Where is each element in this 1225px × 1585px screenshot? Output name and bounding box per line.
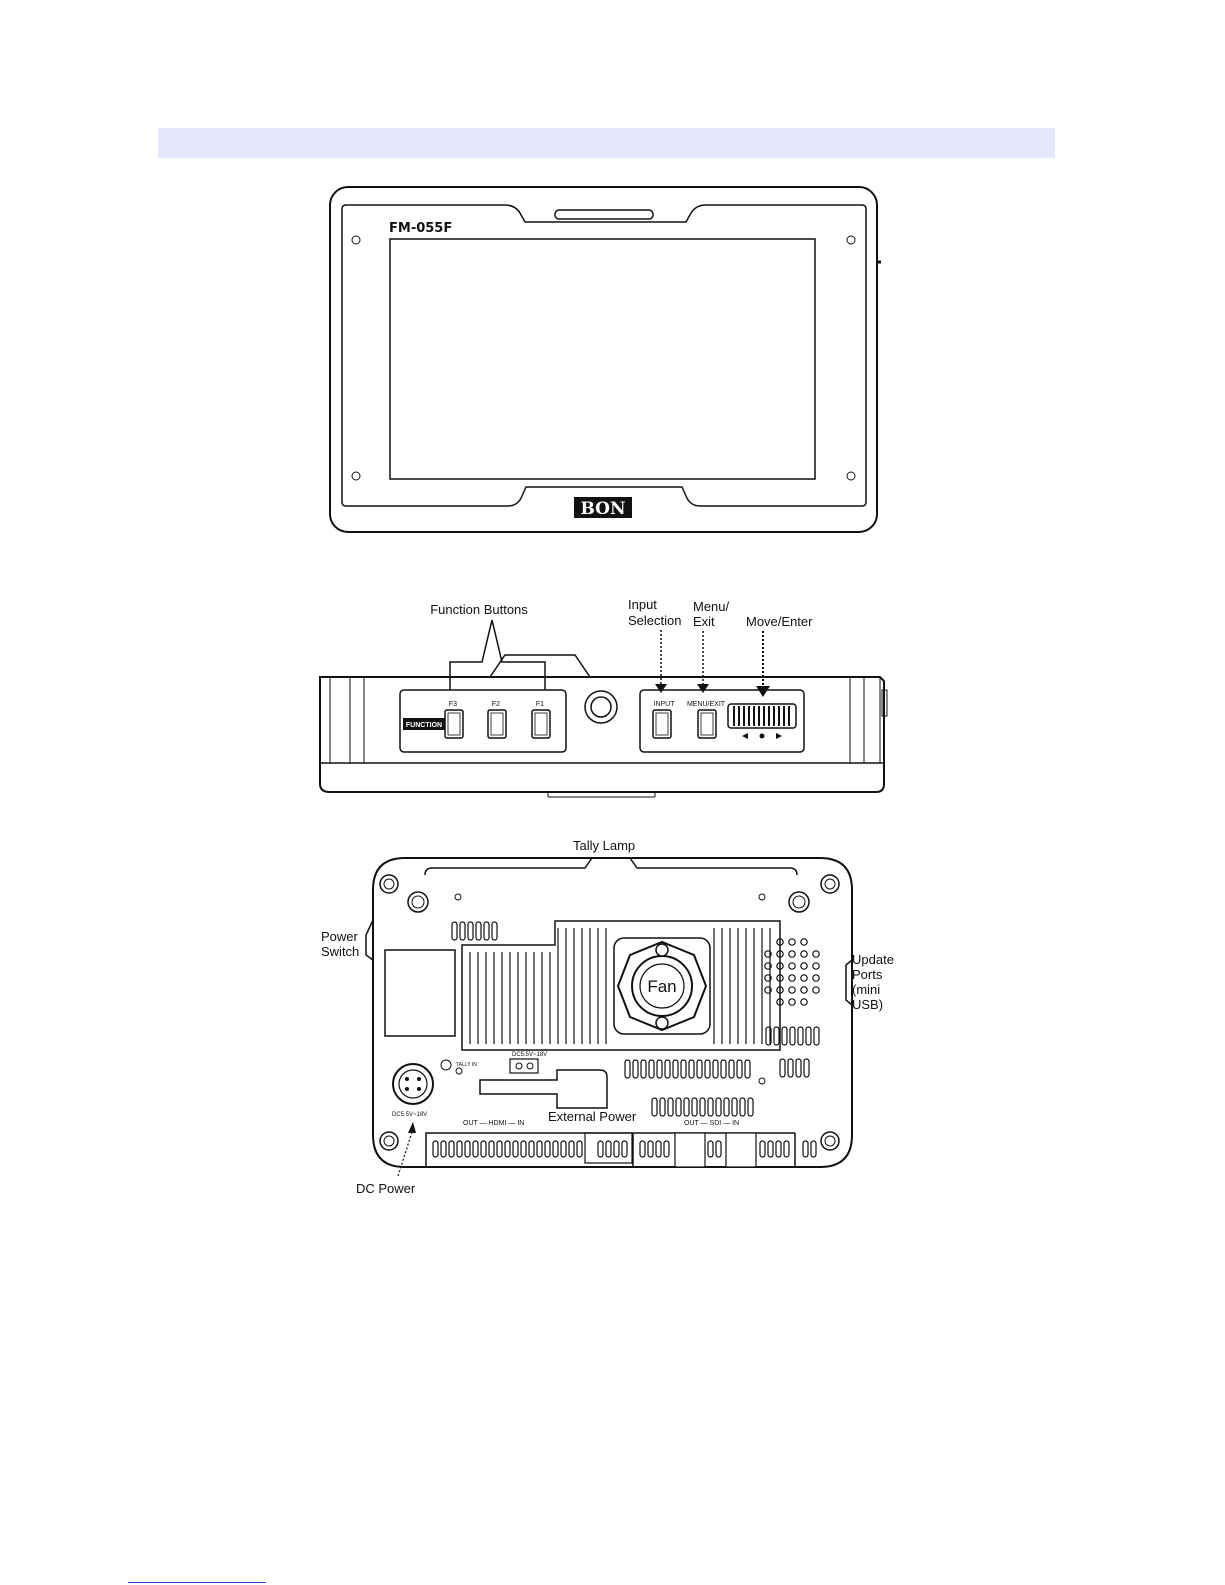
enter-dot-icon [760, 734, 765, 739]
input-selection-label-2: Selection [628, 613, 681, 628]
tally-in-label: TALLY IN [456, 1062, 477, 1068]
power-switch-label-1: Power [321, 929, 359, 944]
function-badge-text: FUNCTION [406, 722, 442, 729]
input-selection-label-1: Input [628, 597, 657, 612]
function-buttons-label: Function Buttons [430, 602, 528, 617]
f2-label: F2 [492, 701, 500, 708]
f3-label: F3 [449, 701, 457, 708]
menu-exit-label-2: Exit [693, 614, 715, 629]
f1-label: F1 [536, 701, 544, 708]
side-view: FUNCTION F3 F2 F1 INPUT MENU/EXIT [320, 597, 887, 797]
front-round-knob [585, 691, 617, 723]
model-name: FM-055F [389, 221, 452, 236]
top-handle [490, 655, 590, 677]
menu-key-label: MENU/EXIT [687, 701, 726, 708]
sdi-out-port[interactable] [675, 1133, 705, 1167]
fan-label: Fan [647, 977, 676, 996]
hdmi-label: OUT — HDMI — IN [463, 1120, 524, 1127]
display-screen [390, 239, 815, 479]
update-ports-label-2: Ports [852, 967, 883, 982]
external-dc-range-label: DC5.5V~18V [512, 1052, 547, 1058]
power-switch-label-2: Switch [321, 944, 359, 959]
tally-lamp-left [408, 892, 428, 912]
update-ports-label-1: Update [852, 952, 894, 967]
update-ports-label-4: USB) [852, 997, 883, 1012]
update-ports-label-3: (mini [852, 982, 880, 997]
external-power-terminal[interactable] [510, 1059, 538, 1073]
rear-view: Fan [321, 838, 894, 1196]
dc-range-label: DC5.5V~18V [392, 1112, 427, 1118]
menu-exit-label-1: Menu/ [693, 599, 730, 614]
sdi-label: OUT — SDI — IN [684, 1120, 739, 1127]
input-key-label: INPUT [654, 701, 676, 708]
tally-lamp-label: Tally Lamp [573, 838, 635, 853]
footnote-rule [128, 1582, 266, 1583]
power-switch[interactable] [385, 950, 455, 1036]
external-power-label: External Power [548, 1109, 637, 1124]
sdi-in-port[interactable] [726, 1133, 756, 1167]
brand-logo-text: BON [580, 499, 625, 519]
move-enter-label: Move/Enter [746, 614, 813, 629]
dc-power-label: DC Power [356, 1181, 416, 1196]
front-view: FM-055F BON [330, 187, 881, 532]
tally-lamp-right [789, 892, 809, 912]
